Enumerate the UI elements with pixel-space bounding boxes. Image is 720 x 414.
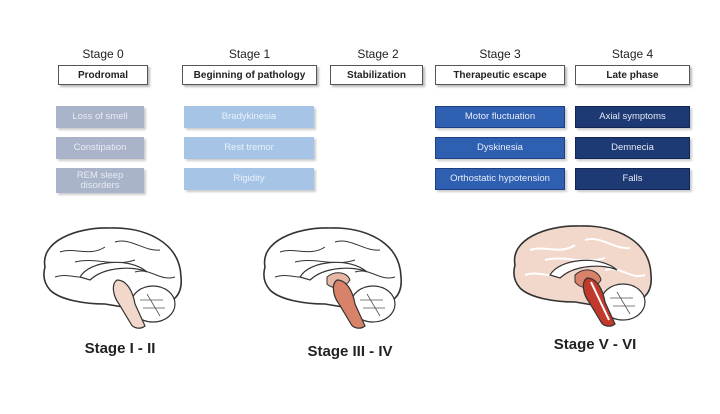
stage-4-label: Stage 4 — [611, 47, 654, 61]
brainstem-tract — [590, 281, 610, 321]
gyri-lines — [54, 240, 176, 279]
cerebellum-folia — [360, 293, 385, 317]
cerebellum-folia — [610, 291, 635, 315]
symptom-motor-fluctuation: Motor fluctuation — [435, 106, 565, 128]
phase-therapeutic-escape: Therapeutic escape — [435, 65, 565, 85]
brainstem-highlight — [112, 279, 146, 329]
symptom-falls: Falls — [575, 168, 690, 190]
brainstem-highlight — [332, 279, 366, 329]
symptom-bradykinesia: Bradykinesia — [184, 106, 314, 128]
stage-1-label: Stage 1 — [228, 47, 271, 61]
stage-3-label: Stage 3 — [479, 47, 521, 61]
phase-beginning-of-pathology: Beginning of pathology — [182, 65, 317, 85]
symptom-axial-symptoms: Axial symptoms — [575, 106, 690, 128]
cerebellum-folia — [140, 293, 165, 317]
corpus-callosum — [79, 261, 148, 281]
symptom-rest-tremor: Rest tremor — [184, 137, 314, 159]
symptom-orthostatic-hypotension: Orthostatic hypotension — [435, 168, 565, 190]
symptom-rigidity: Rigidity — [184, 168, 314, 190]
corpus-callosum — [549, 259, 618, 279]
symptom-loss-of-smell: Loss of smell — [56, 106, 144, 128]
phase-prodromal: Prodromal — [58, 65, 148, 85]
symptom-constipation: Constipation — [56, 137, 144, 159]
symptom-dyskinesia: Dyskinesia — [435, 137, 565, 159]
gyri-lines — [524, 237, 646, 278]
gyri-lines — [274, 240, 396, 279]
stage-0-label: Stage 0 — [82, 47, 124, 61]
brain-illustration-stage-5-6 — [513, 225, 652, 327]
brain-illustration-stage-1-2 — [43, 227, 182, 329]
brain-illustration-stage-3-4 — [263, 227, 402, 329]
symptom-rem-sleep-disorders: REM sleep disorders — [56, 168, 144, 193]
phase-late-phase: Late phase — [575, 65, 690, 85]
braak-stage-3-4-label: Stage III - IV — [307, 343, 393, 360]
symptom-demnecia: Demnecia — [575, 137, 690, 159]
stage-2-label: Stage 2 — [357, 47, 399, 61]
phase-stabilization: Stabilization — [330, 65, 423, 85]
braak-stage-1-2-label: Stage I - II — [84, 340, 156, 357]
corpus-callosum — [299, 261, 368, 281]
braak-stage-5-6-label: Stage V - VI — [553, 336, 637, 353]
